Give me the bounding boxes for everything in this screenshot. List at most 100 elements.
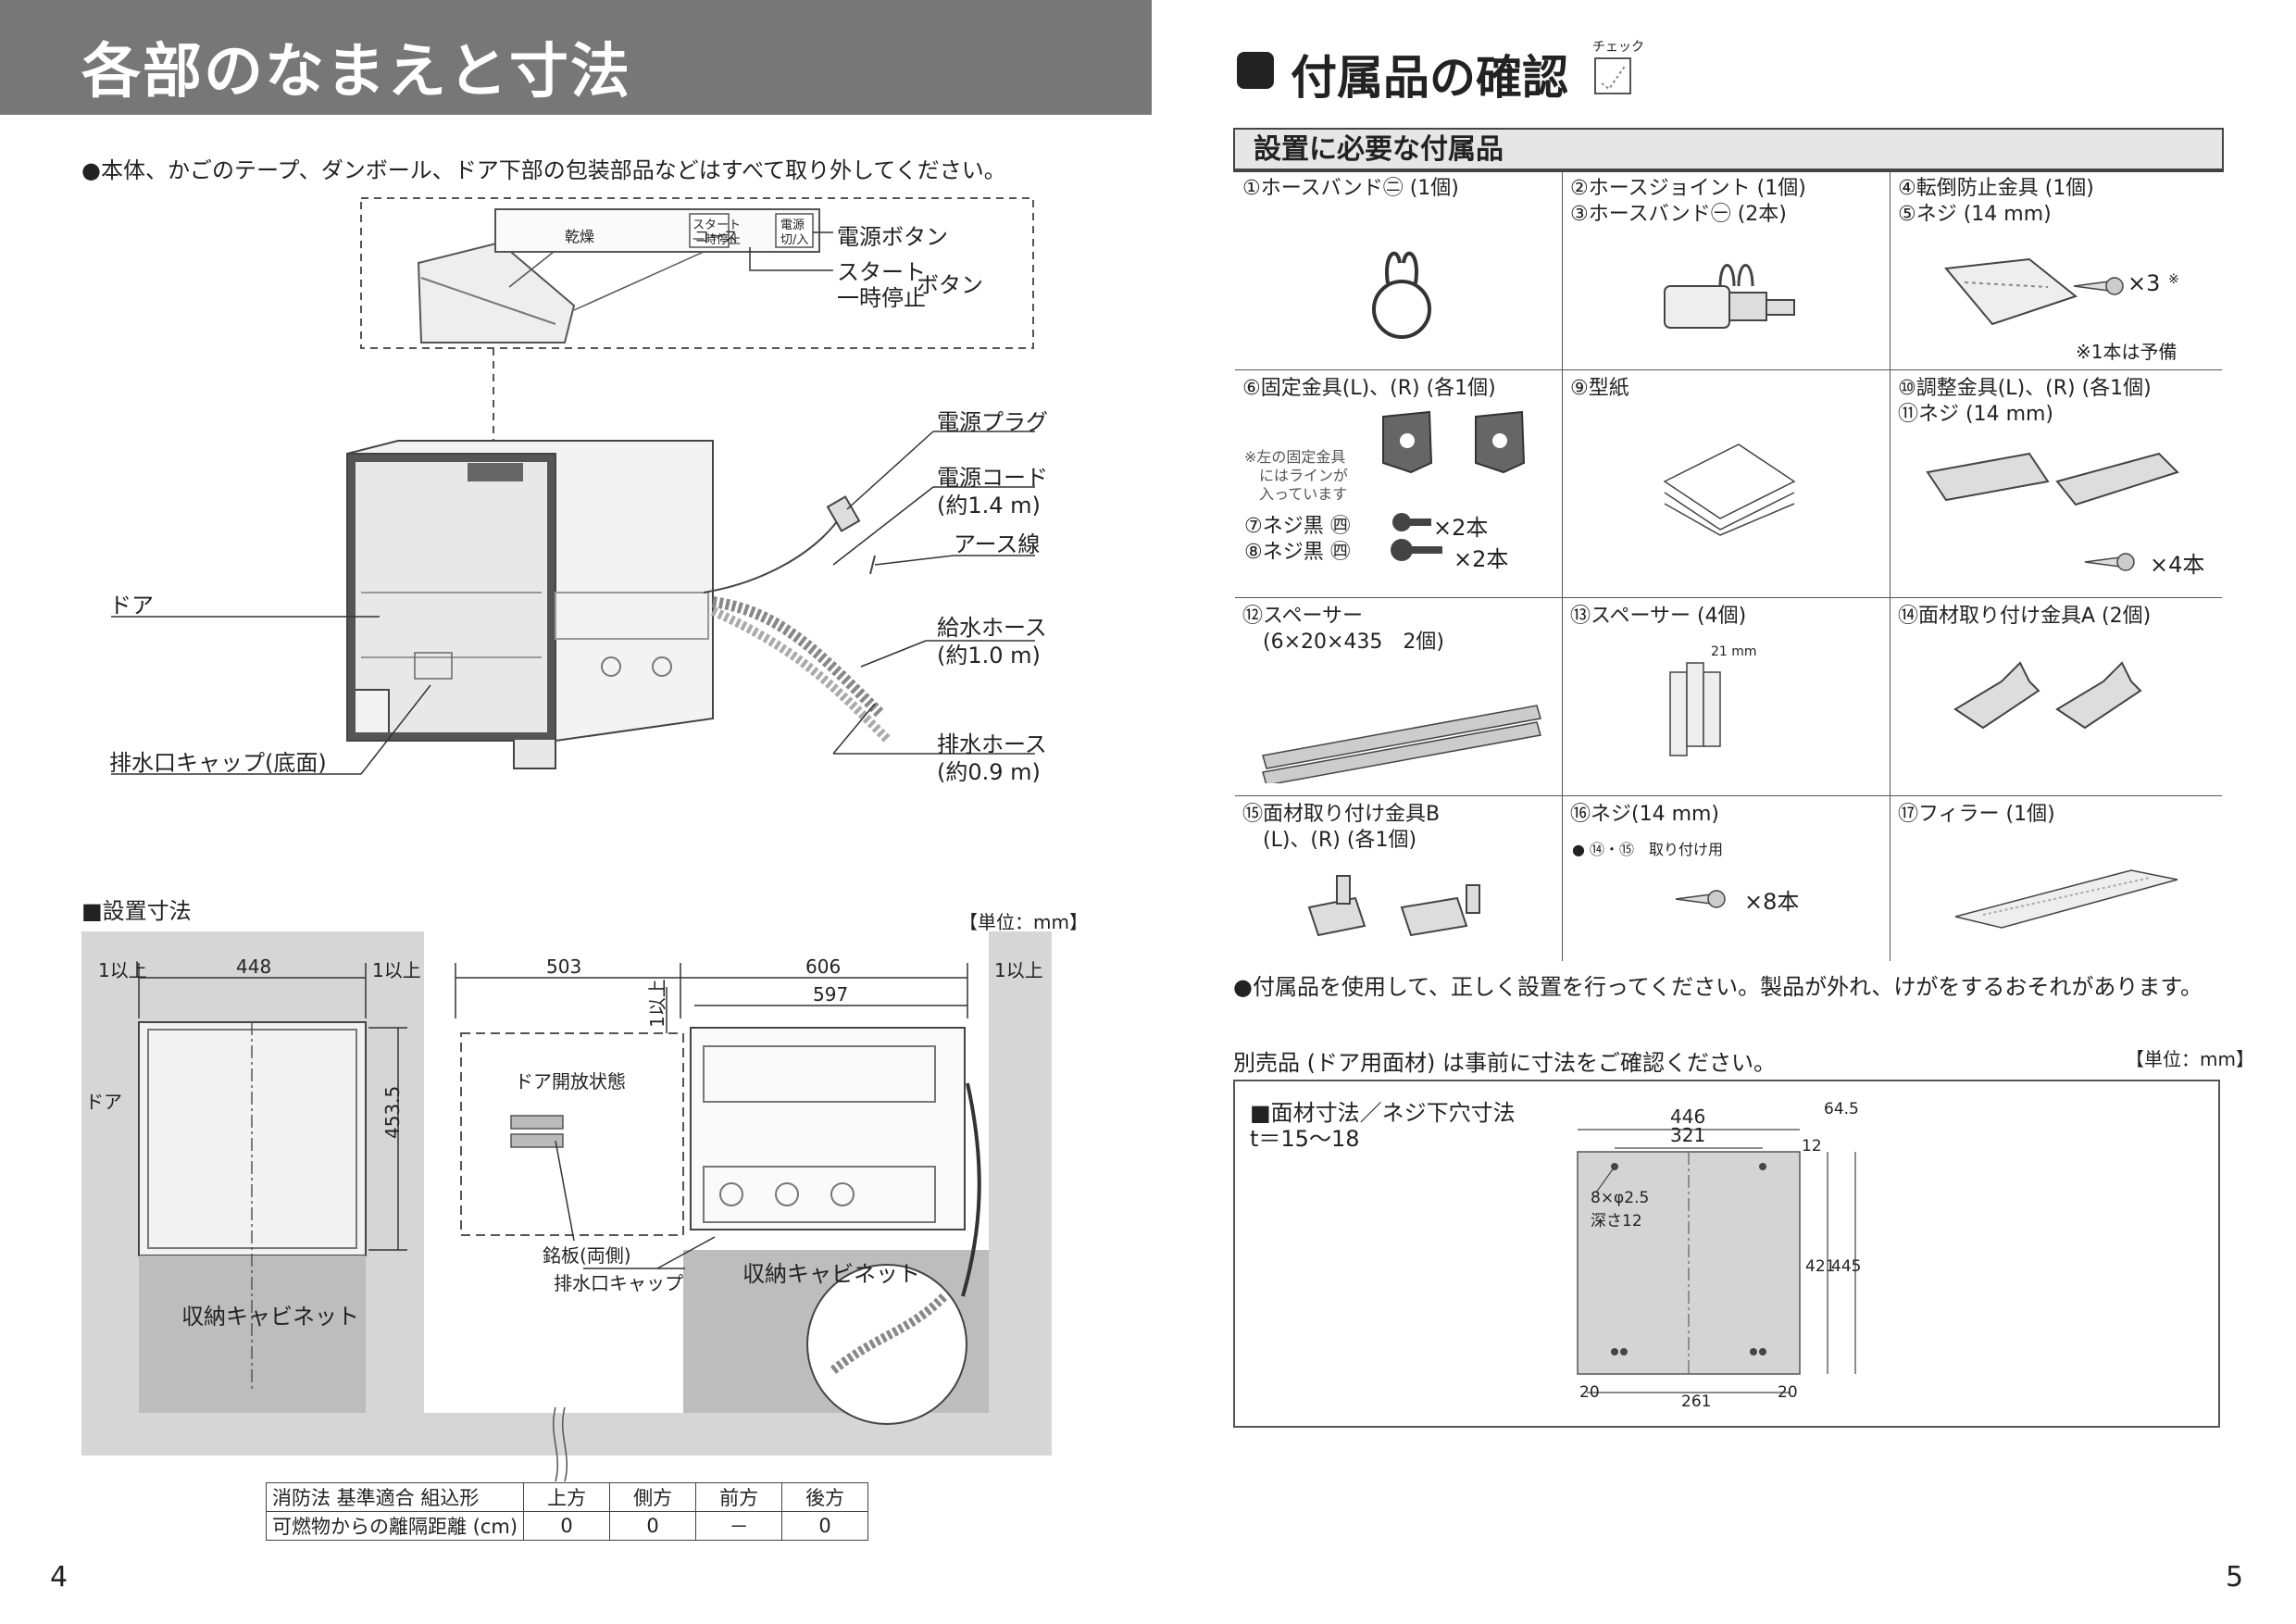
panel-power-label-1: 電源	[780, 219, 805, 232]
screw7-label: ⑦ネジ黒 ㊃	[1244, 515, 1351, 538]
screw16-sub: ● ⑭・⑮ 取り付け用	[1572, 841, 1724, 858]
accessory-cell-6: ⑥固定金具(L)、(R) (各1個) ※左の固定金具 にはラインが 入っています…	[1235, 370, 1563, 598]
accessory-cell-9: ⑨型紙	[1563, 370, 1890, 598]
control-panel-strip	[494, 208, 820, 253]
fire-header-back: 後方	[781, 1482, 869, 1512]
accessory-label-12: ⑫スペーサー (6×20×435 2個)	[1242, 605, 1445, 654]
door-panel-note: 別売品 (ドア用面材) は事前に寸法をご確認ください。	[1233, 1050, 1776, 1076]
dim-321: 321	[1670, 1124, 1706, 1146]
install-drain-cap: 排水口キャップ	[554, 1272, 683, 1294]
fire-distance-table: 消防法 基準適合 組込形 上方 側方 前方 後方 可燃物からの離隔距離 (cm)…	[265, 1482, 869, 1541]
right-unit: 【単位：mm】	[2126, 1048, 2254, 1070]
power-button-shape	[775, 213, 814, 248]
fix-note-3: 入っています	[1259, 485, 1348, 503]
hose-detail-circle	[806, 1264, 967, 1425]
install-cabinet-right: 収納キャビネット	[742, 1261, 920, 1287]
top-panel	[468, 463, 523, 481]
check-box-icon	[1594, 57, 1631, 94]
right-page-title: 付属品の確認	[1291, 51, 1568, 105]
fire-value-front: －	[695, 1511, 783, 1541]
hose-joint-icon	[1664, 264, 1795, 329]
water-hose-shape	[712, 596, 884, 718]
install-cabinet-left: 収納キャビネット	[181, 1304, 359, 1330]
drain-hose-shape	[710, 606, 892, 744]
accessory-grid: ①ホースバンド㊁ (1個) ②ホースジョイント (1個) ③ホースバンド㊀ (2…	[1235, 170, 2222, 961]
dim-4535: 453.5	[381, 1085, 404, 1139]
removal-note: ●本体、かごのテープ、ダンボール、ドア下部の包装部品などはすべて取り外してくださ…	[81, 157, 1006, 183]
callout-start-2: 一時停止	[837, 285, 926, 311]
page-number-right: 5	[2226, 1561, 2244, 1593]
dim-597: 597	[813, 983, 849, 1006]
panel-bracket-b-icon	[1307, 875, 1480, 937]
dim-448: 448	[236, 956, 272, 978]
fire-header-top: 上方	[523, 1482, 611, 1512]
accessory-label-13: ⑬スペーサー (4個)	[1570, 605, 1747, 628]
screw8-label: ⑧ネジ黒 ㊃	[1244, 541, 1351, 564]
adjust-bracket-icon	[1926, 452, 2179, 506]
accessory-label-16: ⑯ネジ(14 mm)	[1570, 803, 1720, 826]
left-page-title: 各部のなまえと寸法	[81, 38, 631, 106]
fire-header-front: 前方	[695, 1482, 783, 1512]
spacer-block-icon	[1669, 662, 1721, 756]
accessory-label-2: ②ホースジョイント (1個) ③ホースバンド㊀ (2本)	[1570, 177, 1806, 226]
accessory-label-1: ①ホースバンド㊁ (1個)	[1242, 177, 1459, 200]
hose-band-small-icon	[1372, 251, 1431, 339]
door-panel-drawing	[1577, 1129, 1856, 1393]
accessory-table-header: 設置に必要な付属品	[1235, 130, 2222, 170]
accessory-label-6: ⑥固定金具(L)、(R) (各1個)	[1242, 377, 1496, 400]
screw-icon-16	[1675, 890, 1726, 908]
accessory-cell-12: ⑫スペーサー (6×20×435 2個)	[1235, 598, 1563, 796]
panel-power-label-2: 切/入	[780, 233, 809, 247]
accessory-label-14: ⑭面材取り付け金具A (2個)	[1898, 605, 2152, 628]
anti-tip-bracket-icon	[1944, 257, 2078, 326]
spacer-dim: 21 mm	[1711, 644, 1757, 659]
screw-mark-3: ※	[2168, 272, 2179, 287]
callout-drain-hose-len: (約0.9 m)	[937, 759, 1041, 785]
dim-1-vertical: 1以上	[646, 979, 668, 1028]
screw-qty-11: ×4本	[2150, 552, 2205, 578]
fix-note-1: ※左の固定金具	[1244, 448, 1346, 466]
callout-earth: アース線	[954, 531, 1041, 557]
fire-row1-label: 消防法 基準適合 組込形	[265, 1482, 525, 1512]
accessory-table: 設置に必要な付属品 ①ホースバンド㊁ (1個) ②ホースジョイント (1個) ③…	[1233, 128, 2224, 961]
callout-power-button: 電源ボタン	[837, 224, 948, 250]
fire-value-top: 0	[523, 1511, 611, 1541]
dim-606: 606	[805, 956, 842, 978]
left-illustrations	[81, 197, 1052, 1482]
install-wall-right	[989, 931, 1052, 1413]
dim-12: 12	[1802, 1137, 1822, 1156]
hole-spec-1: 8×φ2.5	[1591, 1189, 1650, 1207]
dim-421: 421	[1805, 1257, 1836, 1276]
drain-cap-shape	[414, 652, 453, 680]
callout-door: ドア	[109, 593, 154, 618]
spacer-bar-icon	[1262, 705, 1541, 783]
screw7-qty: ×2本	[1433, 515, 1489, 541]
screw-qty-16: ×8本	[1744, 889, 1800, 915]
dim-1-right: 1以上	[372, 959, 421, 981]
dim-645: 64.5	[1824, 1100, 1859, 1118]
accessory-cell-16: ⑯ネジ(14 mm) ● ⑭・⑮ 取り付け用 ×8本	[1563, 796, 1890, 961]
dim-261: 261	[1681, 1393, 1712, 1411]
panel-dry-label: 乾燥	[565, 228, 595, 245]
inset-machine	[417, 241, 576, 344]
dim-445: 445	[1831, 1257, 1862, 1276]
install-unit: 【単位：mm】	[959, 911, 1088, 933]
black-screws-icon	[1391, 513, 1442, 561]
screw-icon-3	[2073, 277, 2124, 295]
accessory-cell-17: ⑰フィラー (1個)	[1890, 796, 2222, 961]
check-label: チェック	[1592, 40, 1644, 55]
page-number-left: 4	[50, 1561, 69, 1593]
power-plug-shape	[826, 495, 861, 532]
callout-power-plug: 電源プラグ	[937, 409, 1048, 435]
screw8-qty: ×2本	[1454, 546, 1509, 572]
callout-drain-hose: 排水ホース	[937, 731, 1047, 757]
callout-power-cord-len: (約1.4 m)	[937, 493, 1041, 518]
screw-icon-11	[2084, 553, 2135, 571]
dim-446: 446	[1670, 1106, 1706, 1128]
install-warning: ●付属品を使用して、正しく設置を行ってください。製品が外れ、けがをするおそれがあ…	[1233, 974, 2202, 1000]
door-frame	[348, 455, 555, 740]
fire-header-side: 側方	[609, 1482, 697, 1512]
accessory-label-3: ④転倒防止金具 (1個) ⑤ネジ (14 mm)	[1898, 177, 2094, 226]
fire-row2-label: 可燃物からの離隔距離 (cm)	[265, 1511, 525, 1541]
accessory-cell-1: ①ホースバンド㊁ (1個)	[1235, 170, 1563, 370]
